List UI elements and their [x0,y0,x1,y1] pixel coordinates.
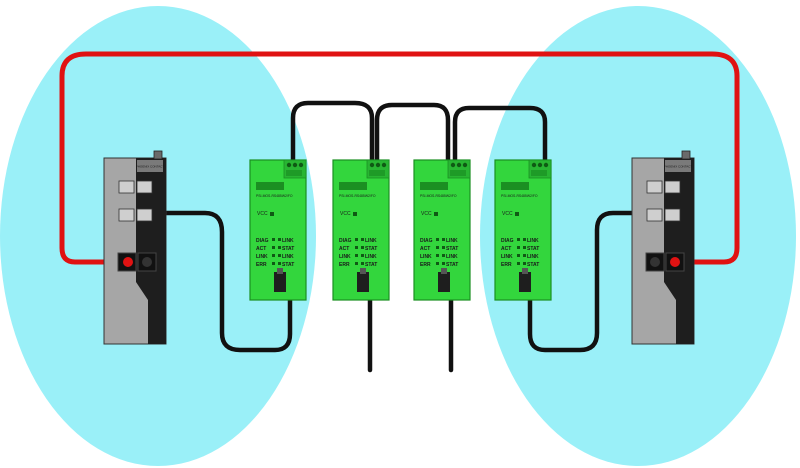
module-3-led-label: ACT [420,246,430,252]
module-1-led-label: LINK [282,238,294,244]
red-fiber-cable [59,51,740,265]
switch-left-logo [137,160,163,172]
module-1-led-label: STAT [282,262,294,268]
module-1-led-indicator [278,254,281,257]
switch-left-brand: PHOENIX CONTACT [136,165,165,169]
module-3-led-indicator [442,254,445,257]
module-4-led-label: LINK [527,254,539,260]
module-1-led-label: DIAG [256,238,269,244]
module-3-led-label: STAT [446,262,458,268]
switch-right-ports [646,180,681,222]
switch-right: PHOENIX CONTACT [631,150,695,345]
module-3-led-indicator [436,262,439,265]
module-1-led-panel: DIAG ACT LINK ERR LINK STAT LINK STAT [256,238,294,268]
module-4-led-label: LINK [501,254,513,260]
module-1-led-indicator [272,262,275,265]
module-3: PSI-MOS-RS485W2/FO VCC DIAG ACT LINK ERR LIN… [413,159,471,301]
module-1-led-label: ACT [256,246,266,252]
module-1-led-label: ERR [256,262,267,268]
cable-switch-right-to-module-4 [527,210,650,353]
module-4-led-indicator [523,254,526,257]
module-3-led-indicator [436,254,439,257]
module-2-led-label: DIAG [339,238,352,244]
module-3-led-label: ERR [420,262,431,268]
module-2-led-label: LINK [365,238,377,244]
switch-right-knob [681,150,691,160]
module-2-led-indicator [355,262,358,265]
module-2: PSI-MOS-RS485W2/FO VCC DIAG ACT LINK ERR LIN… [332,159,390,301]
module-2-led-indicator [361,246,364,249]
module-4-led-label: ERR [501,262,512,268]
module-3-led-label: LINK [446,238,458,244]
switch-left: PHOENIX CONTACT [103,150,167,345]
module-4-led-indicator [517,262,520,265]
module-4-led-indicator [517,246,520,249]
module-2-vcc-label: VCC [340,211,351,217]
module-3-led-label: LINK [446,254,458,260]
switch-right-brand: PHOENIX CONTACT [664,165,693,169]
module-3-led-indicator [436,238,439,241]
module-3-led-label: DIAG [420,238,433,244]
module-4-led-indicator [523,246,526,249]
module-3-led-indicator [442,262,445,265]
module-1-led-indicator [278,262,281,265]
module-1-led-label: STAT [282,246,294,252]
cable-switch-left-to-module-1 [150,210,293,353]
module-3-header: PSI-MOS-RS485W2/FO [420,194,457,198]
module-1-led-indicator [278,246,281,249]
module-2-header: PSI-MOS-RS485W2/FO [339,194,376,198]
module-2-led-label: STAT [365,262,377,268]
module-3-led-panel: DIAG ACT LINK ERR LINK STAT LINK STAT [420,238,458,268]
module-1-led-indicator [272,246,275,249]
module-2-led-label: LINK [365,254,377,260]
module-2-led-indicator [361,262,364,265]
module-4-led-indicator [523,238,526,241]
module-4-led-label: DIAG [501,238,514,244]
module-4-led-label: LINK [527,238,539,244]
module-1-led-indicator [278,238,281,241]
modules: PSI-MOS-RS485W2/FO VCC DIAG ACT LINK ERR LIN… [249,159,552,301]
black-cables [150,100,650,373]
module-2-led-indicator [361,238,364,241]
module-2-led-label: ERR [339,262,350,268]
module-4-vcc-label: VCC [502,211,513,217]
cable-module-1-to-2 [290,100,375,181]
module-3-led-indicator [436,246,439,249]
module-1-header: PSI-MOS-RS485W2/FO [256,194,293,198]
module-1-led-indicator [272,238,275,241]
cable-module-2-to-3 [374,102,451,181]
module-3-led-indicator [442,246,445,249]
switch-left-ports [118,180,153,222]
cable-module-3-to-4 [452,105,548,181]
module-2-led-indicator [361,254,364,257]
module-4-led-indicator [517,254,520,257]
module-1-vcc-label: VCC [257,211,268,217]
module-2-led-label: STAT [365,246,377,252]
module-2-led-label: LINK [339,254,351,260]
module-1-led-label: LINK [282,254,294,260]
module-4: PSI-MOS-RS485W2/FO VCC DIAG ACT LINK ERR LIN… [494,159,552,301]
module-4-header: PSI-MOS-RS485W2/FO [501,194,538,198]
module-2-led-panel: DIAG ACT LINK ERR LINK STAT LINK STAT [339,238,377,268]
module-4-led-label: ACT [501,246,511,252]
module-3-vcc-label: VCC [421,211,432,217]
module-3-led-indicator [442,238,445,241]
module-4-led-label: STAT [527,246,539,252]
module-4-led-indicator [517,238,520,241]
module-2-led-indicator [355,254,358,257]
module-3-led-label: STAT [446,246,458,252]
module-2-led-label: ACT [339,246,349,252]
module-1-led-indicator [272,254,275,257]
module-1: PSI-MOS-RS485W2/FO VCC DIAG ACT LINK ERR LIN… [249,159,307,301]
module-4-led-panel: DIAG ACT LINK ERR LINK STAT LINK STAT [501,238,539,268]
switch-left-knob [153,150,163,160]
switch-right-logo [665,160,691,172]
module-4-led-indicator [523,262,526,265]
module-2-led-indicator [355,238,358,241]
module-2-led-indicator [355,246,358,249]
module-3-led-label: LINK [420,254,432,260]
module-4-led-label: STAT [527,262,539,268]
module-1-led-label: LINK [256,254,268,260]
